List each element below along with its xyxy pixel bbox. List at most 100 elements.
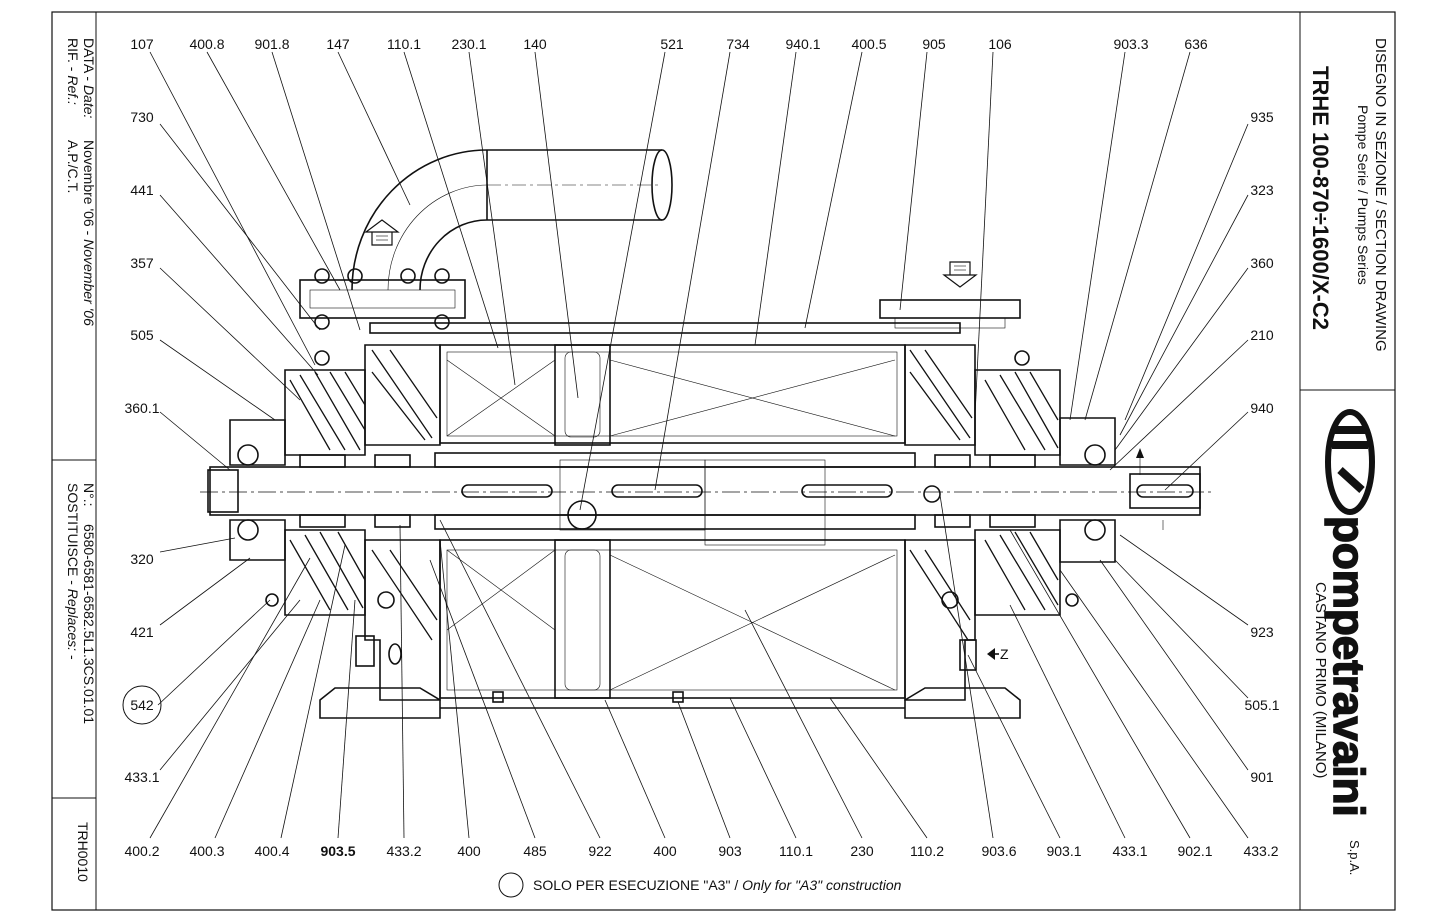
company-location: CASTANO PRIMO (MILANO): [1312, 582, 1329, 778]
keyway-2: [611, 484, 703, 498]
hub-upper: [434, 452, 916, 468]
callout-433-2: 433.2: [386, 843, 421, 859]
callout-400-a: 400: [457, 843, 481, 859]
casing-upper-inner: [446, 351, 898, 437]
discharge-bend: [351, 149, 673, 291]
z-label: Z: [1000, 646, 1009, 662]
discharge-arrow-icon: [364, 219, 400, 246]
central-diaphragm-lower: [554, 539, 611, 699]
callout-903-3: 903.3: [1113, 36, 1148, 52]
rif-label: RIF. -: [65, 38, 81, 75]
callout-433-2-right: 433.2: [1243, 843, 1278, 859]
drawing-code: TRH0010: [75, 822, 91, 882]
callout-902-1: 902.1: [1177, 843, 1212, 859]
callout-505-1: 505.1: [1244, 697, 1279, 713]
z-arrow-icon: [987, 648, 995, 660]
callout-107: 107: [130, 36, 154, 52]
callout-903-1: 903.1: [1046, 843, 1081, 859]
tie-rod: [369, 322, 961, 334]
nr-value: 6580-6581-6582.5L1.3CS.01.01: [81, 524, 97, 724]
drain-plugs: [355, 635, 977, 703]
callout-734: 734: [726, 36, 750, 52]
callouts-right: 935 323 360 210 940 923 505.1 901: [1244, 109, 1279, 785]
callout-320: 320: [130, 551, 154, 567]
casing-upper: [439, 344, 906, 444]
shaft-end-left: [207, 469, 239, 513]
right-end-cap: [1059, 417, 1116, 563]
data-row: DATA - Date:: [81, 38, 97, 119]
callout-400-4: 400.4: [254, 843, 289, 859]
callout-521: 521: [660, 36, 684, 52]
callout-360-1: 360.1: [124, 400, 159, 416]
foot-left: [319, 687, 441, 719]
callouts-bottom: 400.2 400.3 400.4 903.5 433.2 400 485 92…: [124, 843, 1278, 859]
callout-903-6: 903.6: [981, 843, 1016, 859]
footnote-text: SOLO PER ESECUZIONE "A3" / Only for "A3"…: [533, 877, 902, 893]
title-model: TRHE 100-870÷1600/X-C2: [1308, 66, 1333, 330]
suction-flange: [879, 299, 1021, 329]
impeller-cross-b2: [609, 359, 896, 437]
bearings: [237, 444, 1106, 541]
callout-400-2: 400.2: [124, 843, 159, 859]
foot-right: [904, 687, 1021, 719]
data-label: DATA -: [81, 38, 97, 85]
title-subheading: Pompe Serie / Pumps Series: [1355, 105, 1371, 285]
callout-110-2: 110.2: [910, 843, 944, 859]
callout-400-b: 400: [653, 843, 677, 859]
callout-901-8: 901.8: [254, 36, 289, 52]
casing-lower: [439, 539, 906, 699]
keyway-1: [461, 484, 553, 498]
casing-lower-inner: [446, 549, 898, 691]
keyway-3: [801, 484, 893, 498]
callout-433-1-bottom: 433.1: [1112, 843, 1147, 859]
central-diaphragm-lower-inner: [564, 549, 601, 691]
callout-923: 923: [1250, 624, 1274, 640]
left-end-cap: [229, 419, 286, 561]
view-z-marker: Z: [987, 646, 1009, 662]
callout-230: 230: [850, 843, 874, 859]
callout-400-5: 400.5: [851, 36, 886, 52]
callout-940: 940: [1250, 400, 1274, 416]
footnote: SOLO PER ESECUZIONE "A3" / Only for "A3"…: [498, 872, 902, 898]
data-value-en: November '06: [81, 239, 97, 326]
footnote-circle-icon: [498, 872, 524, 898]
title-heading: DISEGNO IN SEZIONE / SECTION DRAWING: [1372, 38, 1389, 352]
callouts-left: 730 441 357 505 360.1 320 421 542 433.1: [122, 109, 162, 785]
sostituisce-row: SOSTITUISCE - Replaces: -: [65, 483, 81, 660]
callout-940-1: 940.1: [785, 36, 820, 52]
rotation-arrow-icon: [1136, 448, 1164, 530]
callout-905: 905: [922, 36, 946, 52]
callout-360: 360: [1250, 255, 1274, 271]
callout-505: 505: [130, 327, 154, 343]
company-suffix: S.p.A.: [1347, 840, 1362, 875]
shaft-end-right: [1129, 473, 1201, 509]
callout-421: 421: [130, 624, 154, 640]
logo-emblem: [1325, 409, 1375, 515]
callout-542-circle: [122, 685, 162, 725]
callouts-top: 107 400.8 901.8 147 110.1 230.1 140 521 …: [130, 36, 1208, 52]
rif-value: A.P./C.T.: [65, 140, 81, 193]
central-diaphragm-upper: [554, 344, 611, 446]
callout-730: 730: [130, 109, 154, 125]
sostituisce-label-en: Replaces:: [65, 589, 81, 651]
callout-110-1: 110.1: [387, 36, 421, 52]
suction-arrow-icon: [942, 261, 978, 288]
impeller-cross-c2: [446, 549, 556, 631]
callout-230-1: 230.1: [451, 36, 486, 52]
right-bearing-housing: [974, 369, 1061, 616]
data-value: Novembre '06 - November '06: [81, 140, 97, 326]
hub-step-2: [704, 459, 826, 546]
callout-901: 901: [1250, 769, 1274, 785]
callout-147: 147: [326, 36, 350, 52]
left-end-body: [364, 344, 441, 701]
rif-row: RIF. - Ref.:: [65, 38, 81, 105]
keyway-4: [1136, 484, 1194, 498]
callout-400-8: 400.8: [189, 36, 224, 52]
logo-emblem-mark: [1332, 426, 1368, 493]
sheet-frame: [51, 11, 1396, 911]
impeller-cross-a2: [446, 359, 556, 437]
callout-433-1-left: 433.1: [124, 769, 159, 785]
sostituisce-label: SOSTITUISCE -: [65, 483, 81, 589]
callout-903: 903: [718, 843, 742, 859]
